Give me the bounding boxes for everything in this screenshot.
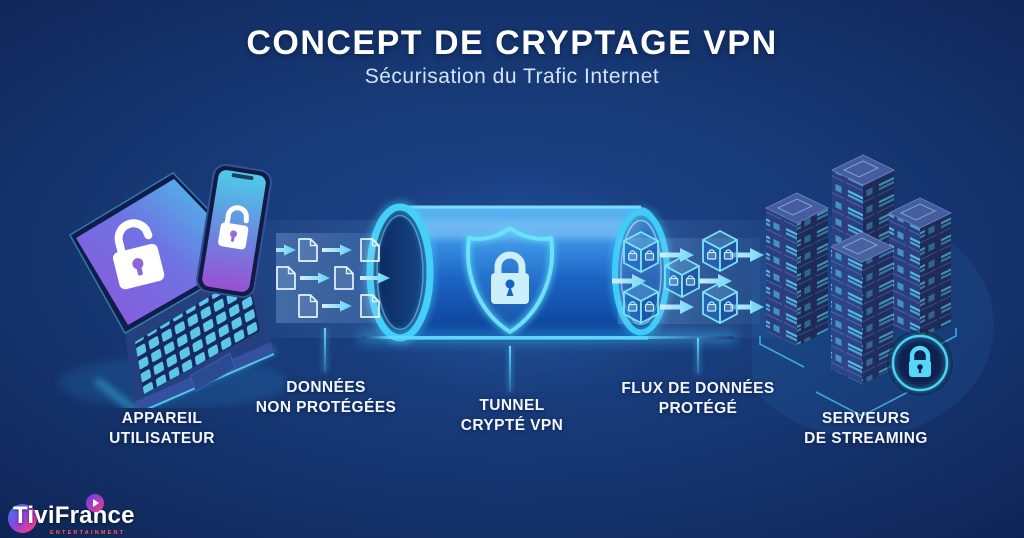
encrypted-data-cube-icon <box>702 282 738 324</box>
document-icon <box>360 238 380 262</box>
tunnel-floor-glow <box>362 336 734 339</box>
unprotected-data-flow <box>276 233 390 323</box>
logo-orb-icon <box>8 504 37 533</box>
label-line: TUNNEL <box>479 397 545 414</box>
smartphone-icon <box>196 163 272 299</box>
document-icon <box>298 238 318 262</box>
laptop-touchpad <box>189 352 236 392</box>
document-icon <box>360 294 380 318</box>
page-subtitle: Sécurisation du Trafic Internet <box>364 65 660 88</box>
document-icon <box>334 266 354 290</box>
protected-data-flow <box>612 230 764 324</box>
label-line: FLUX DE DONNÉES <box>621 380 775 397</box>
encrypted-data-cube-icon <box>702 230 738 272</box>
connector-protected <box>697 338 699 374</box>
unlocked-icon <box>112 219 165 290</box>
label-line: PROTÉGÉ <box>658 400 738 418</box>
connector-unprotected <box>324 328 326 372</box>
label-streaming-servers: SERVEURS DE STREAMING <box>766 409 966 450</box>
label-line: DE STREAMING <box>804 430 928 448</box>
laptop-screen <box>76 179 248 325</box>
play-icon <box>86 494 104 512</box>
document-icon <box>298 294 318 318</box>
server-rack-icon <box>765 192 829 346</box>
label-line: NON PROTÉGÉES <box>255 399 397 417</box>
logo-brand-text: TiviFrance <box>13 502 135 529</box>
server-rack-icon <box>888 197 952 338</box>
locked-icon <box>909 345 931 377</box>
streaming-servers-illustration <box>752 154 994 437</box>
security-lock-badge <box>887 330 953 396</box>
label-line: CRYPTÉ VPN <box>460 417 564 435</box>
label-unprotected-data: DONNÉES NON PROTÉGÉES <box>226 378 426 419</box>
server-rack-icon <box>830 231 894 384</box>
smartphone-wrap <box>193 161 275 301</box>
encrypted-data-cube-icon <box>664 256 700 298</box>
page-title: CONCEPT DE CRYPTAGE VPN <box>246 24 778 62</box>
label-line: DONNÉES <box>286 379 366 396</box>
encrypted-data-cube-icon <box>623 282 659 324</box>
encrypted-data-cube-icon <box>623 231 659 273</box>
label-user-device: APPAREIL UTILISATEUR <box>62 409 262 450</box>
label-line: SERVEURS <box>821 410 911 427</box>
tivifrance-logo: TiviFrance ENTERTAINMENT <box>8 494 148 538</box>
unlocked-icon <box>218 205 249 250</box>
logo-tagline: ENTERTAINMENT <box>50 530 126 536</box>
document-icon <box>276 266 296 290</box>
label-line: APPAREIL <box>121 410 203 427</box>
label-protected-flow: FLUX DE DONNÉES PROTÉGÉ <box>598 379 798 420</box>
shield-lock-icon <box>465 225 555 335</box>
label-vpn-tunnel: TUNNEL CRYPTÉ VPN <box>412 396 612 437</box>
label-line: UTILISATEUR <box>109 430 215 448</box>
connector-tunnel <box>509 346 511 392</box>
